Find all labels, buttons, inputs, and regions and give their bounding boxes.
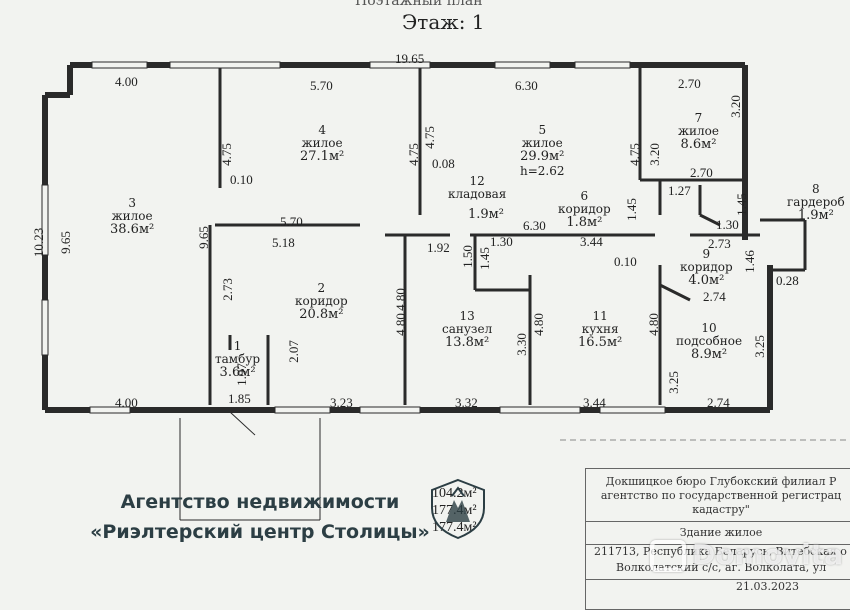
dim-mid-130b: 1.30: [716, 217, 739, 232]
dim-145b: 1.45: [623, 198, 639, 221]
dim-low-197: 1.97: [233, 363, 249, 386]
dim-low-325a: 3.25: [665, 371, 681, 394]
dim-mid-344: 3.44: [580, 234, 603, 249]
total-c: 177.4м²: [432, 520, 477, 535]
dim-low-330: 3.30: [513, 333, 529, 356]
dim-low-207: 2.07: [285, 340, 301, 363]
dim-127: 1.27: [668, 183, 691, 198]
dim-w4-mid2: 4.75: [421, 126, 437, 149]
dim-bot-332: 3.32: [455, 395, 478, 410]
dim-r7-right: 3.20: [727, 95, 743, 118]
floor-label: Этаж: 1: [402, 10, 485, 34]
agency-line-2: «Риэлтерский центр Столицы»: [90, 521, 430, 543]
dim-w5-right: 4.75: [626, 143, 642, 166]
domovita-watermark: Domovita: [650, 538, 843, 572]
dim-w4-left: 4.75: [218, 143, 234, 166]
dim-mid-130: 1.30: [490, 234, 513, 249]
dim-low-480a2: 4.80: [392, 313, 408, 336]
shield-icon: [431, 478, 485, 540]
dim-low-480c: 4.80: [645, 313, 661, 336]
stamp-org-2: агентство по государственной регистрац: [600, 489, 842, 502]
dim-mid-192: 1.92: [427, 240, 450, 255]
dim-008: 0.08: [432, 156, 455, 171]
windows: [41, 61, 666, 414]
stamp-date: 21.03.2023: [736, 580, 799, 593]
dim-145a: 1.45: [733, 193, 749, 216]
dim-mid-273: 2.73: [708, 236, 731, 251]
agency-label: Агентство недвижимости «Риэлтерский цент…: [50, 487, 470, 547]
house-icon: [650, 540, 686, 572]
dim-mid-518: 5.18: [272, 235, 295, 250]
dim-bot-274: 2.74: [707, 395, 730, 410]
dim-low-480a: 4.80: [392, 288, 408, 311]
dim-top-a: 4.00: [115, 74, 138, 89]
dim-low-185: 1.85: [228, 391, 251, 406]
stamp-org-3: кадастру": [586, 503, 850, 522]
dim-mid-028: 0.28: [776, 273, 799, 288]
dim-mid-630: 6.30: [523, 218, 546, 233]
dim-top-b: 5.70: [310, 78, 333, 93]
dim-low-273: 2.73: [219, 278, 235, 301]
dim-bot-323: 3.23: [330, 395, 353, 410]
dim-mid-274: 2.74: [703, 289, 726, 304]
plan-title-partial: Поэтажный план: [355, 0, 483, 9]
dim-low-325b: 3.25: [751, 335, 767, 358]
stamp-org-1: Докшицкое бюро Глубокский филиал Р: [605, 475, 837, 488]
dim-top-c: 6.30: [515, 78, 538, 93]
dim-010: 0.10: [230, 172, 253, 187]
room-12-area: 1.9м²: [468, 207, 504, 222]
dim-mid-570: 5.70: [280, 214, 303, 229]
stamp-building: Здание жилое: [586, 522, 850, 545]
dim-mid-010b: 0.10: [614, 254, 637, 269]
interior-walls: [208, 68, 807, 405]
dim-mid-145: 1.45: [476, 247, 492, 270]
stamp-addr-1: 211713, Республика Беларусь, Витебская о: [594, 545, 847, 558]
agency-line-1: Агентство недвижимости: [120, 491, 400, 513]
dim-left-total: 10.23: [31, 227, 47, 258]
dim-bot-400: 4.00: [115, 395, 138, 410]
registry-stamp: Докшицкое бюро Глубокский филиал Р агент…: [585, 468, 850, 610]
dim-mid-146: 1.46: [741, 250, 757, 273]
dim-w4-mid: 4.75: [405, 143, 421, 166]
porch: [179, 411, 321, 521]
dim-low-480b: 4.80: [530, 313, 546, 336]
dim-bot-344: 3.44: [583, 395, 606, 410]
dim-top-total: 19.65: [395, 51, 425, 66]
dim-mid-965: 9.65: [195, 226, 211, 249]
dim-270b: 2.70: [690, 165, 713, 180]
dim-top-d: 2.70: [678, 76, 701, 91]
dim-mid-150: 1.50: [459, 245, 475, 268]
dim-left-inner: 9.65: [57, 231, 73, 254]
dim-w7-left: 3.20: [646, 143, 662, 166]
